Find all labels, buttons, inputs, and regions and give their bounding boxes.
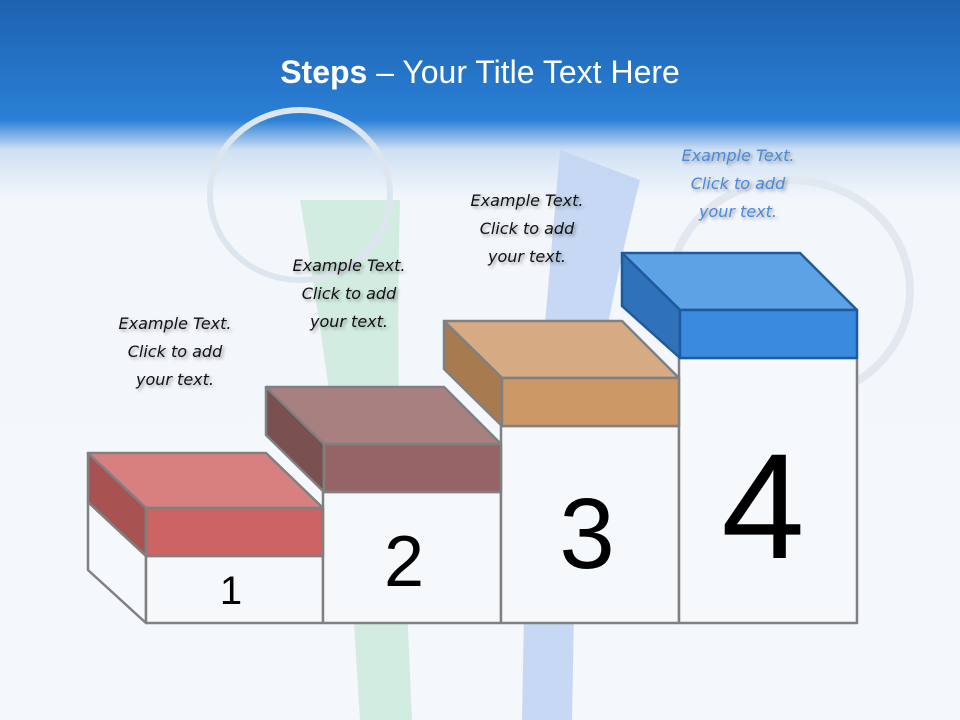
title-bold: Steps xyxy=(280,54,368,90)
step-1-text[interactable]: Example Text. Click to add your text. xyxy=(75,310,275,394)
line: Example Text. xyxy=(681,146,795,165)
line: your text. xyxy=(487,247,566,266)
line: your text. xyxy=(135,370,214,389)
step-block-1 xyxy=(86,451,325,558)
step-block-3 xyxy=(442,319,681,428)
step-number-4: 4 xyxy=(721,422,804,590)
title-rest: – Your Title Text Here xyxy=(367,54,680,90)
line: Click to add xyxy=(479,219,575,238)
step-number-1: 1 xyxy=(220,569,242,613)
line: Click to add xyxy=(690,174,786,193)
step-block-2 xyxy=(264,385,503,494)
step-number-3: 3 xyxy=(559,478,615,590)
slide-title[interactable]: Steps – Your Title Text Here xyxy=(0,54,960,91)
column-4 xyxy=(677,356,859,625)
step-3-text[interactable]: Example Text. Click to add your text. xyxy=(427,187,627,271)
line: your text. xyxy=(698,202,777,221)
line: Example Text. xyxy=(292,256,406,275)
step-number-2: 2 xyxy=(384,522,424,602)
column-3 xyxy=(499,424,681,625)
line: Example Text. xyxy=(118,314,232,333)
line: Click to add xyxy=(301,284,397,303)
step-2-text[interactable]: Example Text. Click to add your text. xyxy=(249,252,449,336)
step-block-4 xyxy=(620,251,859,360)
line: your text. xyxy=(309,312,388,331)
column-2 xyxy=(321,490,503,625)
green-can-rim xyxy=(207,107,393,283)
step-4-text[interactable]: Example Text. Click to add your text. xyxy=(638,142,838,226)
line: Example Text. xyxy=(470,191,584,210)
line: Click to add xyxy=(127,342,223,361)
